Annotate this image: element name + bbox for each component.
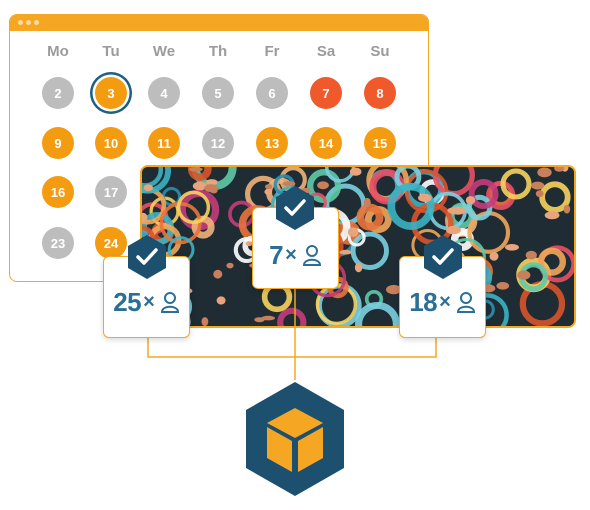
photo-person <box>349 167 362 176</box>
photo-person <box>143 184 153 192</box>
photo-person <box>465 196 476 205</box>
photo-person <box>544 211 560 220</box>
photo-person <box>525 250 537 260</box>
person-icon <box>160 292 179 313</box>
weekday-label: Fr <box>264 43 280 60</box>
multiply-sign: × <box>439 290 451 313</box>
photo-person <box>505 244 519 251</box>
weekday-label: We <box>152 43 176 60</box>
weekday-label: Sa <box>316 43 336 60</box>
calendar-day[interactable]: 23 <box>42 227 74 259</box>
photo-person <box>339 249 352 255</box>
photo-person <box>201 317 209 326</box>
photo-float-ring <box>277 307 307 326</box>
calendar-day[interactable]: 9 <box>42 127 74 159</box>
calendar-day[interactable]: 4 <box>148 77 180 109</box>
weekday-label: Su <box>370 43 390 60</box>
weekday-label: Tu <box>102 43 120 60</box>
check-icon <box>128 235 166 279</box>
photo-person <box>205 179 218 186</box>
calendar-day[interactable]: 6 <box>256 77 288 109</box>
calendar-day[interactable]: 7 <box>310 77 342 109</box>
crowd-photo-image <box>142 167 574 326</box>
photo-person <box>363 197 371 208</box>
calendar-day[interactable]: 5 <box>202 77 234 109</box>
photo-float-ring <box>500 168 532 200</box>
photo-person <box>418 193 432 202</box>
attendee-count: 7 <box>269 239 284 270</box>
attendee-card-middle: 7 × <box>252 207 339 289</box>
multiply-sign: × <box>285 243 297 266</box>
photo-person <box>531 181 545 190</box>
calendar-day[interactable]: 24 <box>95 227 127 259</box>
calendar-day[interactable]: 17 <box>95 176 127 208</box>
box-icon <box>246 382 344 496</box>
calendar-day[interactable]: 15 <box>364 127 396 159</box>
photo-person <box>254 317 265 323</box>
calendar-day[interactable]: 11 <box>148 127 180 159</box>
calendar-day[interactable]: 2 <box>42 77 74 109</box>
photo-float-ring <box>387 182 435 230</box>
photo-person <box>226 262 234 269</box>
photo-person <box>447 207 464 214</box>
photo-person <box>265 184 273 190</box>
person-icon <box>302 245 321 266</box>
photo-person <box>386 284 402 295</box>
photo-person <box>216 296 226 305</box>
calendar-day[interactable]: 13 <box>256 127 288 159</box>
calendar-day[interactable]: 8 <box>364 77 396 109</box>
attendee-count: 25 <box>113 286 142 317</box>
calendar-day[interactable]: 3 <box>95 77 127 109</box>
photo-float-ring <box>325 167 356 183</box>
calendar-day[interactable]: 12 <box>202 127 234 159</box>
check-icon <box>424 235 462 279</box>
photo-person <box>188 167 203 172</box>
window-dot <box>26 20 31 25</box>
photo-person <box>282 181 296 187</box>
photo-float-ring <box>537 247 566 276</box>
photo-person <box>261 315 275 321</box>
photo-person <box>354 262 363 273</box>
photo-float-ring <box>539 181 571 213</box>
photo-person <box>563 204 571 214</box>
photo-person <box>537 167 552 178</box>
photo-float-ring <box>350 231 389 270</box>
weekday-label: Th <box>208 43 228 60</box>
calendar-day[interactable]: 14 <box>310 127 342 159</box>
photo-float-ring <box>176 190 211 224</box>
photo-float-ring <box>355 301 400 326</box>
photo-person <box>489 251 499 261</box>
photo-person <box>204 184 219 193</box>
calendar-day[interactable]: 16 <box>42 176 74 208</box>
photo-person <box>142 212 148 222</box>
weekday-label: Mo <box>47 43 69 60</box>
window-dot <box>34 20 39 25</box>
window-dot <box>18 20 23 25</box>
photo-person <box>192 181 208 191</box>
photo-person <box>517 270 531 280</box>
photo-person <box>496 282 510 290</box>
window-titlebar <box>10 15 428 31</box>
photo-float-ring <box>356 203 384 231</box>
photo-person <box>347 227 359 237</box>
photo-person <box>446 225 461 235</box>
photo-person <box>554 167 565 172</box>
attendee-count: 18 <box>409 286 438 317</box>
multiply-sign: × <box>143 290 155 313</box>
photo-person <box>535 190 544 198</box>
photo-person <box>245 241 253 247</box>
photo-float-ring <box>468 179 499 209</box>
crowd-photo <box>140 165 576 328</box>
person-icon <box>456 292 475 313</box>
photo-person <box>264 188 272 195</box>
photo-person <box>213 269 223 279</box>
check-icon <box>276 186 314 230</box>
photo-person <box>317 181 329 190</box>
calendar-day[interactable]: 10 <box>95 127 127 159</box>
